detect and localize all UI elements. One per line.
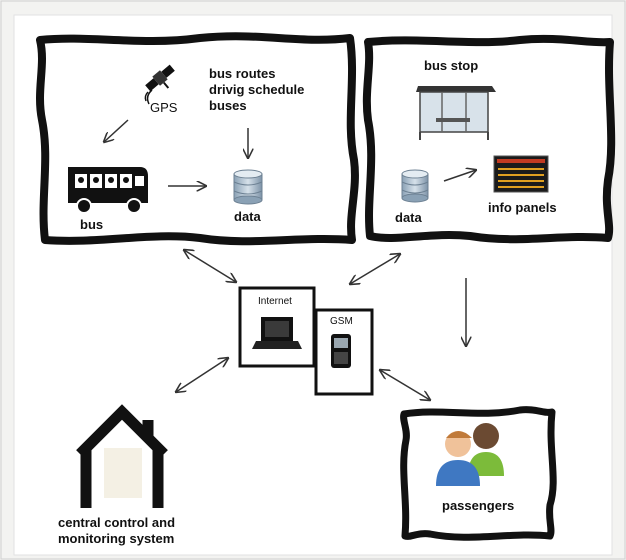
passengers-icon	[436, 423, 504, 486]
info-panel-display-icon	[493, 155, 549, 193]
top-left-network-arrow	[184, 250, 236, 282]
buses-text: buses	[209, 98, 247, 113]
bus-stop-label: bus stop	[424, 58, 479, 73]
control-label-line1: central control and	[58, 515, 176, 530]
internet-label: Internet	[258, 296, 292, 307]
top-right-network-arrow	[350, 254, 400, 284]
info-panels-label: info panels	[488, 200, 557, 215]
passengers-label: passengers	[442, 498, 515, 513]
laptop-icon	[252, 317, 302, 349]
database-icon-left	[233, 169, 263, 205]
control-house-icon	[76, 404, 168, 508]
network-to-passengers-arrow	[380, 370, 430, 400]
data-to-info-panels-arrow	[443, 170, 476, 182]
network-to-control-arrow	[176, 358, 228, 392]
gps-satellite-icon	[145, 64, 175, 92]
mobile-phone-icon	[331, 334, 351, 368]
data-label-left: data	[234, 209, 261, 224]
driving-schedule-text: drivig schedule	[209, 82, 305, 97]
bus-icon	[68, 167, 148, 214]
bus-routes-text: bus routes	[209, 66, 276, 81]
gps-label: GPS	[150, 100, 178, 115]
data-label-right: data	[395, 210, 422, 225]
gps-to-bus-arrow	[104, 119, 129, 142]
control-label-line2: monitoring system	[58, 531, 175, 546]
database-icon-right	[401, 169, 429, 203]
gsm-label: GSM	[330, 316, 353, 327]
bus-stop-shelter-icon	[416, 86, 496, 140]
bus-label: bus	[80, 217, 104, 232]
